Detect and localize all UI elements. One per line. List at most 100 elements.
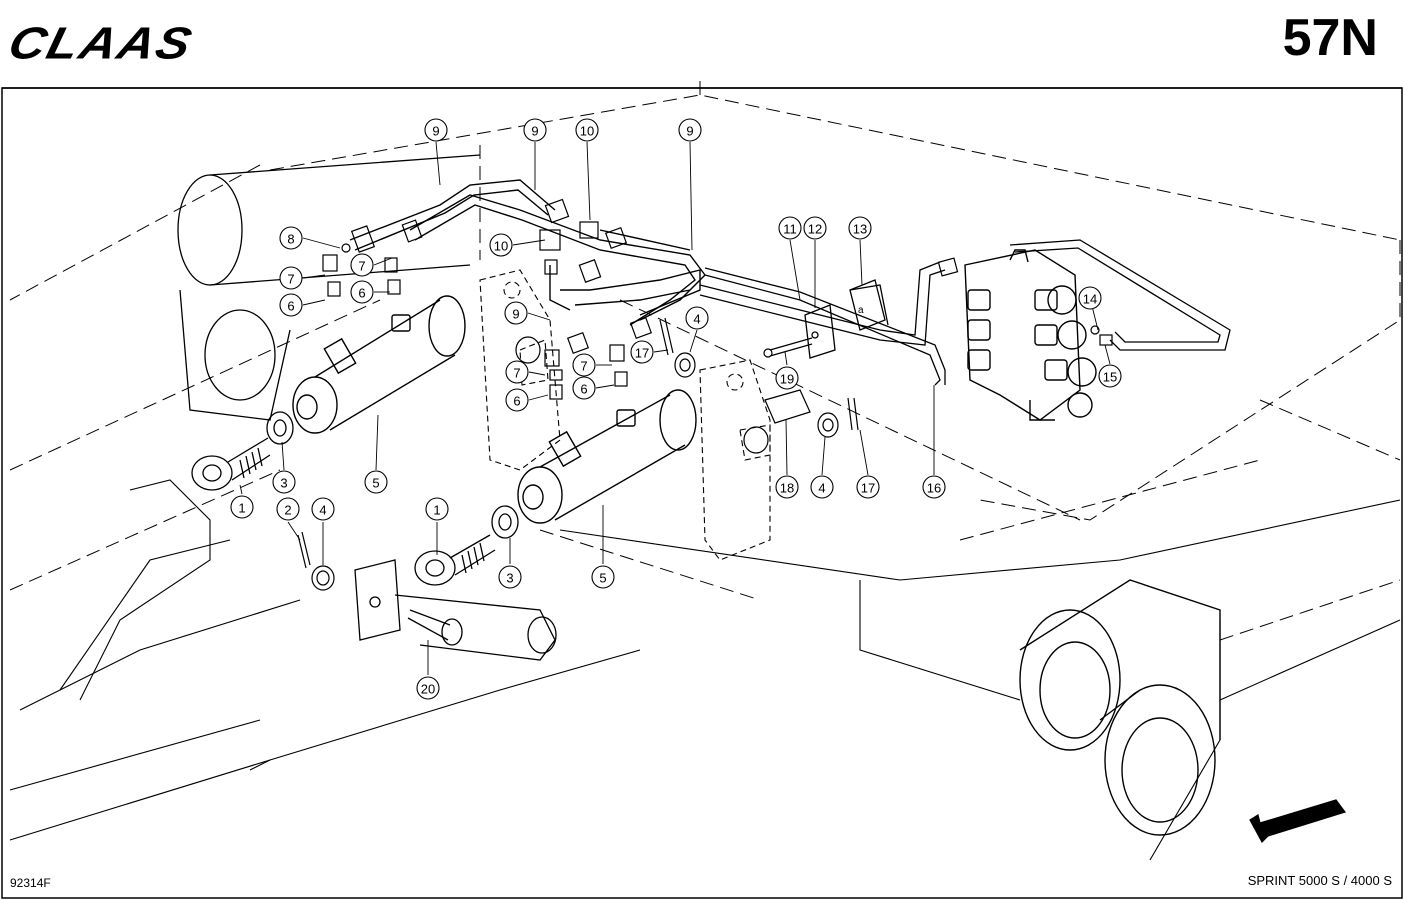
callout-label: 13 — [853, 222, 867, 237]
callout-18: 18 — [775, 475, 799, 499]
callout-10: 10 — [575, 118, 599, 142]
callout-13: 13 — [848, 216, 872, 240]
rear-axle-tubes — [1019, 579, 1221, 836]
callout-9: 9 — [523, 118, 547, 142]
svg-text:a: a — [858, 305, 864, 316]
callout-circle — [572, 376, 596, 400]
callout-15: 15 — [1098, 364, 1122, 388]
callout-label: 10 — [494, 239, 508, 254]
bolt-19 — [763, 337, 813, 358]
callout-6: 6 — [572, 376, 596, 400]
callout-1: 1 — [230, 495, 254, 519]
callout-7: 7 — [572, 353, 596, 377]
callout-19: 19 — [775, 366, 799, 390]
callout-4: 4 — [685, 306, 709, 330]
callout-4: 4 — [810, 475, 834, 499]
callout-5: 5 — [364, 470, 388, 494]
callout-label: 9 — [512, 307, 519, 322]
callout-label: 4 — [818, 481, 825, 496]
steel-pipe-lines — [699, 239, 1231, 386]
control-valve-block — [964, 249, 1097, 421]
callout-2: 2 — [276, 497, 300, 521]
mounting-bracket-right — [699, 359, 771, 561]
callout-label: 7 — [287, 272, 294, 287]
callout-label: 10 — [580, 124, 594, 139]
callout-circle — [575, 118, 599, 142]
callout-label: 6 — [358, 286, 365, 301]
callout-label: 17 — [861, 481, 875, 496]
callout-label: 7 — [580, 359, 587, 374]
callout-label: 6 — [580, 382, 587, 397]
callout-circle — [489, 233, 513, 257]
callout-8: 8 — [279, 226, 303, 250]
callout-label: 12 — [808, 222, 822, 237]
callout-5: 5 — [591, 565, 615, 589]
callout-label: 19 — [780, 372, 794, 387]
callout-label: 3 — [506, 571, 513, 586]
callout-circle — [272, 470, 296, 494]
callout-circle — [424, 118, 448, 142]
claas-logo: CLAAS — [3, 17, 199, 69]
callout-11: 11 — [778, 216, 802, 240]
callout-label: 11 — [783, 222, 797, 237]
callout-label: 7 — [513, 366, 520, 381]
callout-6: 6 — [505, 388, 529, 412]
callout-17: 17 — [856, 475, 880, 499]
callout-circle — [350, 280, 374, 304]
callout-circle — [311, 497, 335, 521]
hydraulic-cylinder-right — [517, 389, 697, 524]
callout-3: 3 — [272, 470, 296, 494]
page-code: 57N — [1282, 9, 1378, 67]
travel-direction-arrow — [1249, 799, 1346, 843]
callout-circle — [856, 475, 880, 499]
hose-fittings — [322, 198, 1113, 400]
callout-circle — [848, 216, 872, 240]
callout-9: 9 — [504, 301, 528, 325]
eye-bolt-upper — [191, 411, 294, 491]
callout-circle — [685, 306, 709, 330]
callout-7: 7 — [505, 360, 529, 384]
callout-circle — [1078, 286, 1102, 310]
callout-16: 16 — [922, 475, 946, 499]
eye-bolt-lower — [414, 505, 519, 586]
pipe-clamp: a — [804, 279, 889, 359]
callout-label: 1 — [433, 503, 440, 518]
callout-10: 10 — [489, 233, 513, 257]
callout-9: 9 — [678, 118, 702, 142]
callout-label: 18 — [780, 481, 794, 496]
right-cylinder-pin-parts — [515, 317, 859, 454]
callout-circle — [572, 353, 596, 377]
callout-circle — [505, 360, 529, 384]
split-pin-and-washer — [297, 531, 335, 591]
callout-20: 20 — [416, 676, 440, 700]
callout-label: 8 — [287, 232, 294, 247]
chassis-frame-outline — [9, 80, 1401, 641]
cross-tube — [177, 154, 481, 421]
callout-label: 4 — [693, 312, 700, 327]
callout-7: 7 — [279, 266, 303, 290]
callout-circle — [350, 253, 374, 277]
callout-label: 6 — [513, 394, 520, 409]
callout-label: 6 — [287, 299, 294, 314]
page-border — [1, 87, 1403, 899]
callout-7: 7 — [350, 253, 374, 277]
callout-label: 17 — [635, 346, 649, 361]
callout-circle — [778, 216, 802, 240]
lower-frame-lines — [9, 479, 1401, 861]
callout-circle — [678, 118, 702, 142]
callout-circle — [922, 475, 946, 499]
callout-circle — [416, 676, 440, 700]
callout-circle — [504, 301, 528, 325]
callout-9: 9 — [424, 118, 448, 142]
callout-label: 1 — [238, 501, 245, 516]
callout-label: 3 — [280, 476, 287, 491]
hydraulic-hoses — [349, 179, 706, 326]
callout-1: 1 — [425, 497, 449, 521]
callout-circle — [803, 216, 827, 240]
callout-label: 9 — [432, 124, 439, 139]
callout-circle — [775, 366, 799, 390]
callout-label: 9 — [531, 124, 538, 139]
callout-circle — [279, 266, 303, 290]
